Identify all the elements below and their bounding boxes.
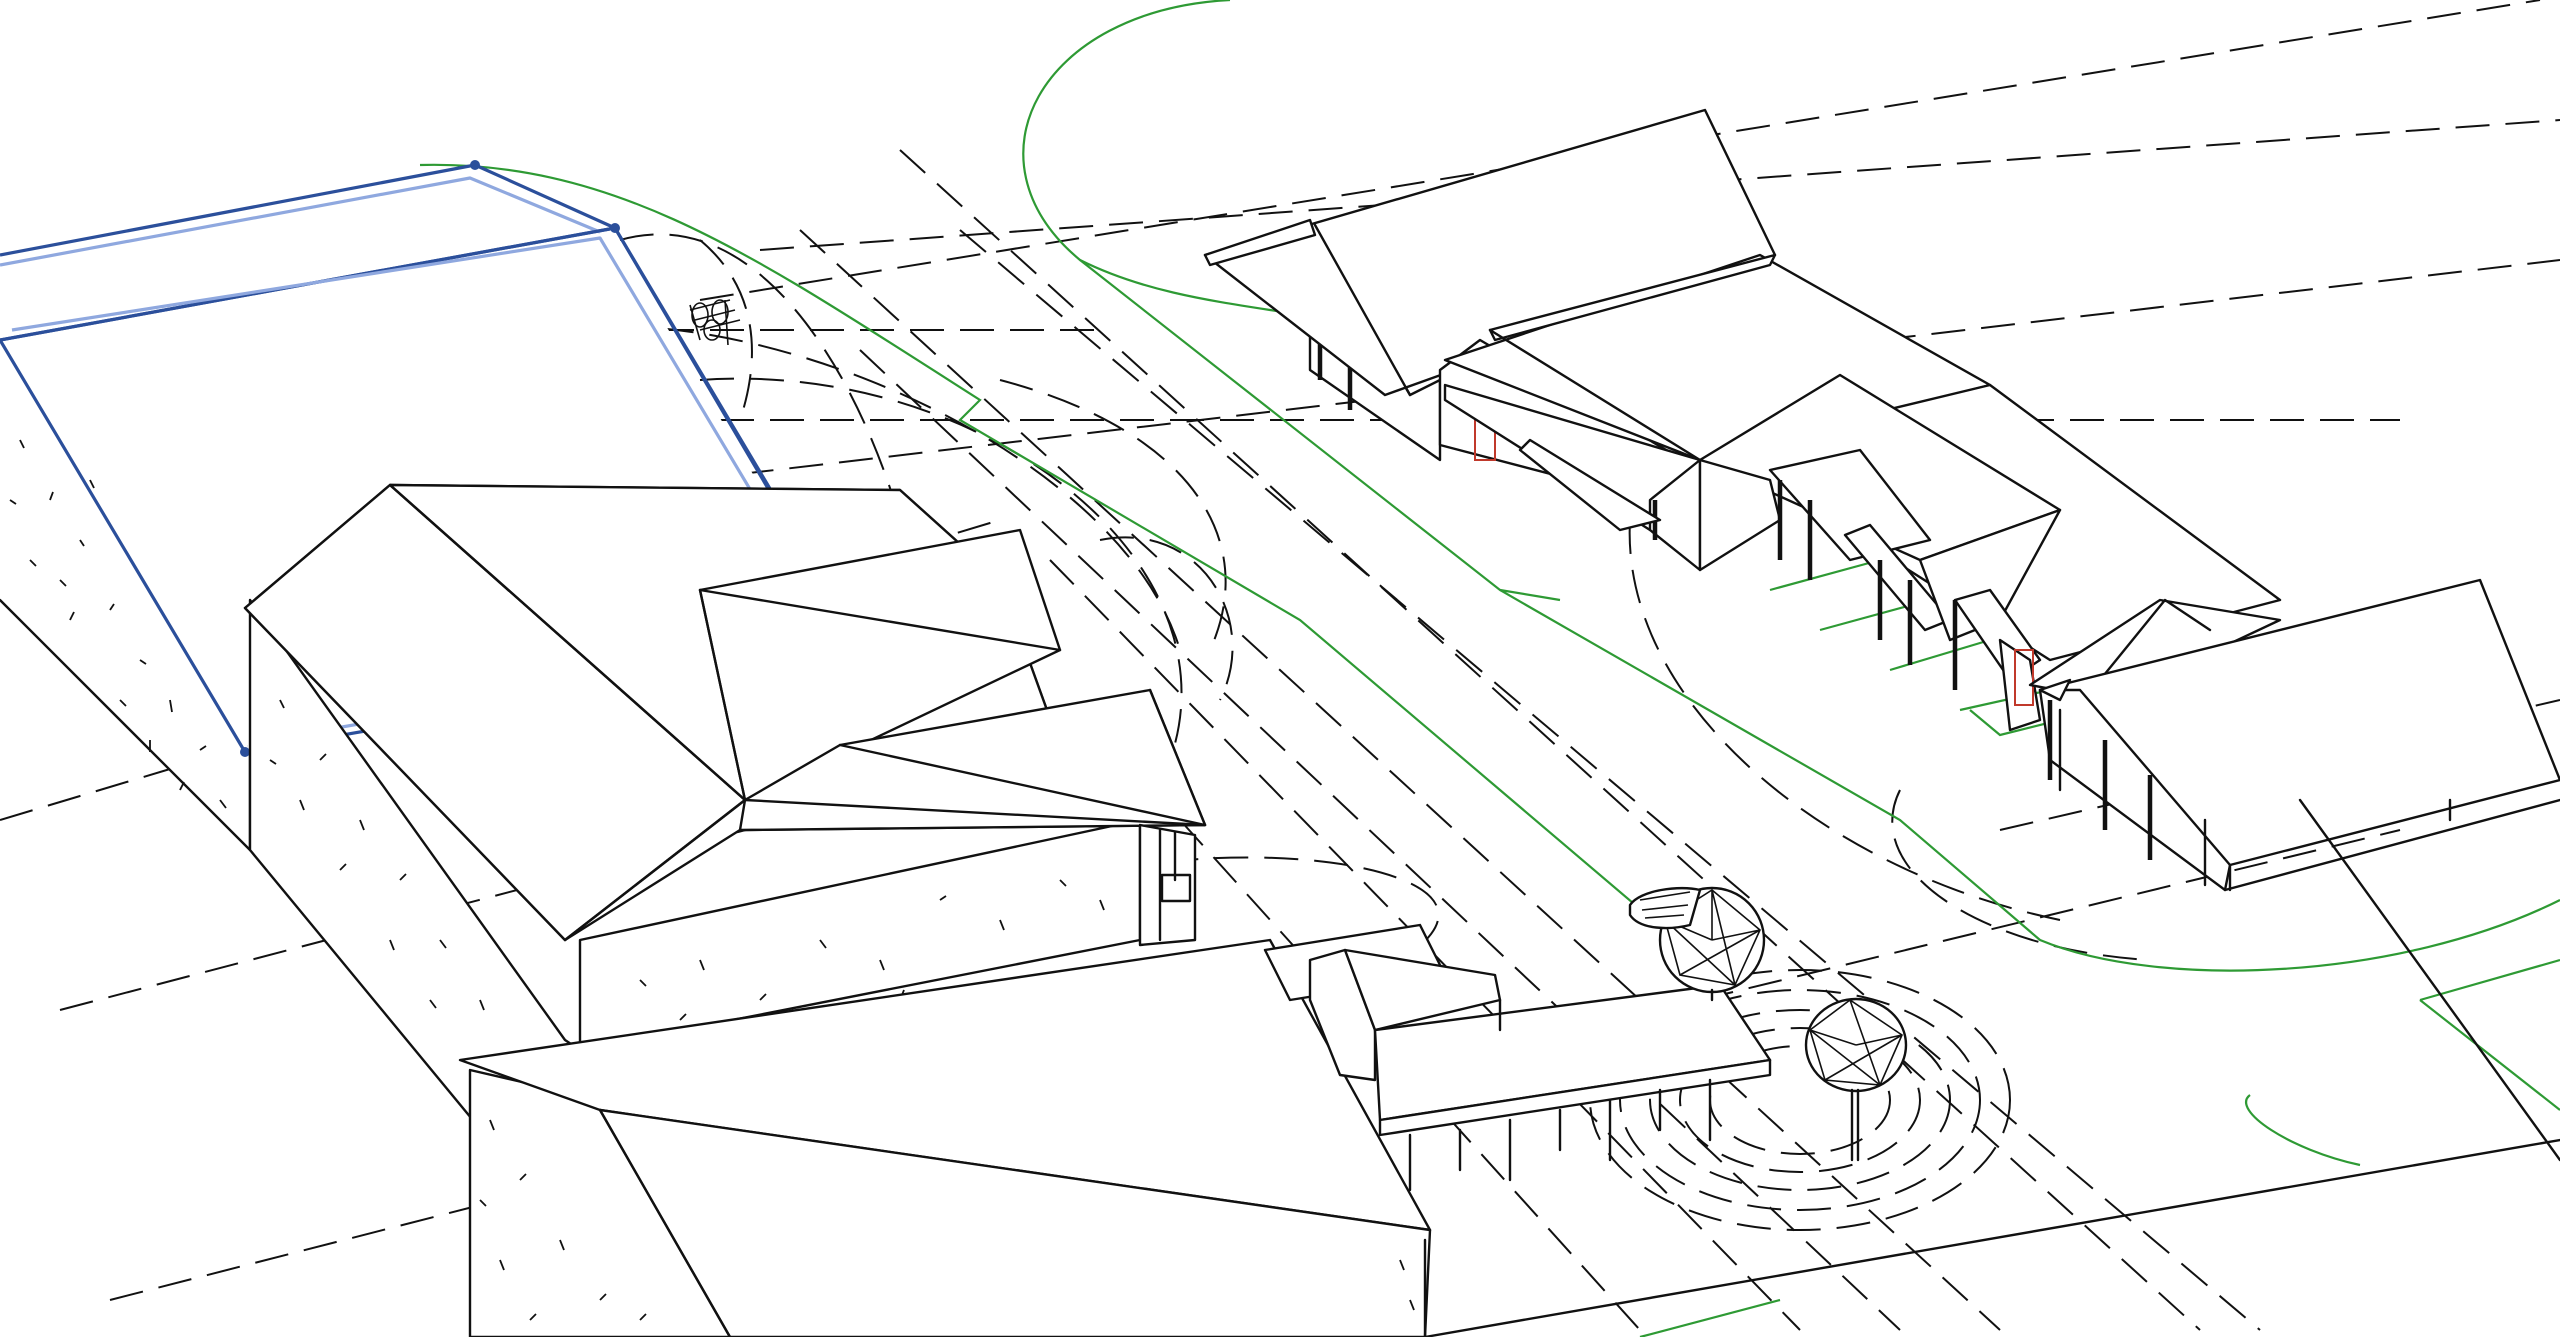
strip-building-gable-roofs[interactable] (1203, 108, 2560, 892)
curved-road-edges (559, 233, 2151, 961)
selected-building-wall-speckle (9, 439, 227, 809)
site-edge (1423, 798, 2560, 1337)
hip-roof-building[interactable] (243, 483, 1207, 1252)
front-gable-building[interactable] (458, 938, 1432, 1337)
carport-canopy[interactable] (1263, 923, 1772, 1192)
hip-building-front-speckle (639, 879, 1105, 1021)
gable-building-wall-speckle (479, 1119, 647, 1321)
tree-2[interactable] (1804, 997, 1908, 1162)
bicycle-rack[interactable] (689, 299, 741, 346)
parked-car[interactable] (1628, 886, 1702, 930)
gable-building-front-speckle (1399, 1259, 1415, 1311)
